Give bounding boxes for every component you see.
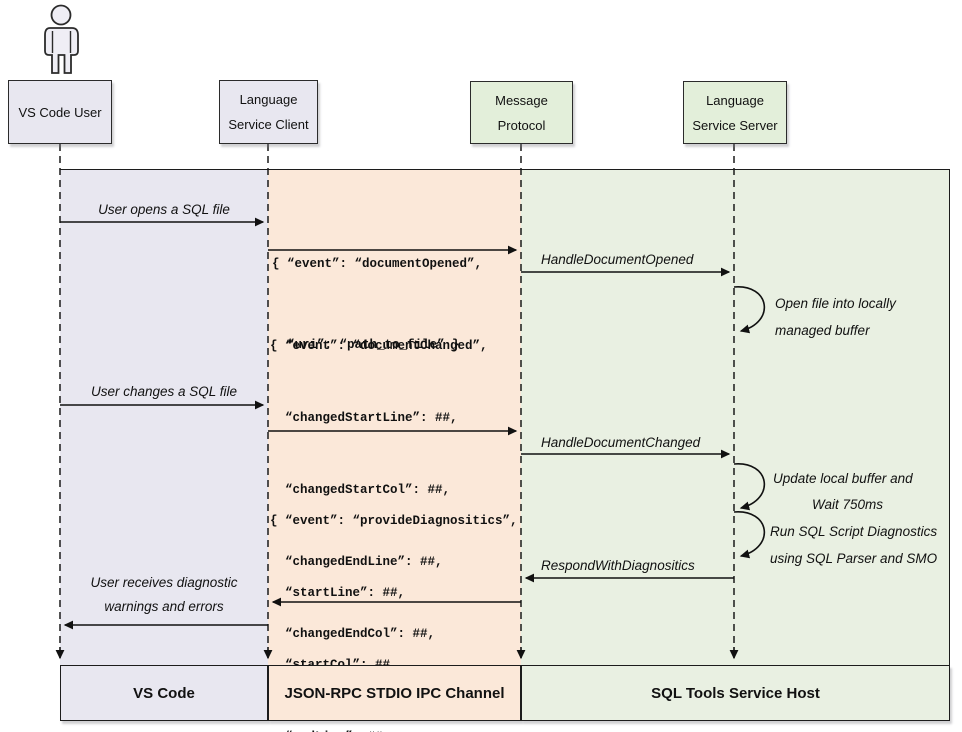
footer-box-vs-code: VS Code (60, 665, 268, 721)
actor-label-line2: Protocol (497, 117, 546, 133)
label-loop-run-line2: using SQL Parser and SMO (770, 551, 938, 566)
lane-service-host (521, 170, 950, 665)
actor-box-language-service-client: Language Service Client (219, 80, 318, 144)
payload-document-opened: { “event”: “documentOpened”, “uri”: “pat… (272, 197, 482, 413)
label-loop-run-line1: Run SQL Script Diagnostics (770, 524, 938, 539)
payload-line: { “event”: “documentOpened”, (272, 257, 483, 271)
label-loop-open-line2: managed buffer (775, 323, 870, 338)
lane-ipc-channel (268, 170, 521, 665)
payload-line: “endLine”: ##, (270, 725, 518, 732)
payload-line: “changedEndLine”: ##, (270, 555, 443, 569)
actor-label-line2: Service Server (692, 117, 778, 133)
label-user-receives-line2: warnings and errors (104, 599, 224, 614)
actor-label-line1: Language (239, 92, 298, 107)
payload-line: “startLine”: ##, (270, 586, 406, 600)
label-respond-with-diagnostics: RespondWithDiagnositics (541, 558, 695, 573)
payload-line: { “event”: “provideDiagnositics”, (270, 514, 518, 528)
footer-box-ipc-channel: JSON-RPC STDIO IPC Channel (268, 665, 521, 721)
payload-document-changed: { “event”: “documentChanged”, “changedSt… (270, 286, 510, 732)
actor-label-line1: Language (706, 92, 764, 108)
footer-label: VS Code (133, 684, 195, 702)
actor-box-message-protocol: Message Protocol (470, 81, 573, 144)
label-handle-document-changed: HandleDocumentChanged (541, 435, 701, 450)
label-loop-open-line1: Open file into locally (775, 296, 896, 311)
label-user-changes: User changes a SQL file (90, 384, 238, 399)
footer-box-service-host: SQL Tools Service Host (521, 665, 950, 721)
payload-line: “changedEndCol”: ##, (270, 627, 436, 641)
label-user-opens: User opens a SQL file (98, 202, 230, 217)
actor-label: VS Code User (18, 104, 102, 120)
footer-label: SQL Tools Service Host (651, 684, 820, 702)
label-user-receives-line1: User receives diagnostic (90, 575, 238, 590)
actor-box-vs-code-user: VS Code User (8, 80, 112, 144)
label-loop-update-line1: Update local buffer and (773, 471, 913, 486)
label-handle-document-opened: HandleDocumentOpened (541, 252, 694, 267)
footer-label: JSON-RPC STDIO IPC Channel (284, 684, 505, 702)
payload-line: “uri”: “path_to_file” } (272, 338, 460, 352)
actor-label-line2: Service Client (228, 117, 309, 132)
lane-vs-code (60, 170, 268, 665)
payload-line: { “event”: “documentChanged”, (270, 339, 488, 353)
lane-top-border (60, 169, 950, 170)
label-loop-update-line2: Wait 750ms (812, 497, 884, 512)
actor-box-language-service-server: Language Service Server (683, 81, 787, 144)
payload-line: “changedStartLine”: ##, (270, 411, 458, 425)
payload-line: “changedStartCol”: ##, (270, 483, 451, 497)
user-person-icon (44, 4, 79, 74)
actor-label-line1: Message (495, 92, 548, 108)
